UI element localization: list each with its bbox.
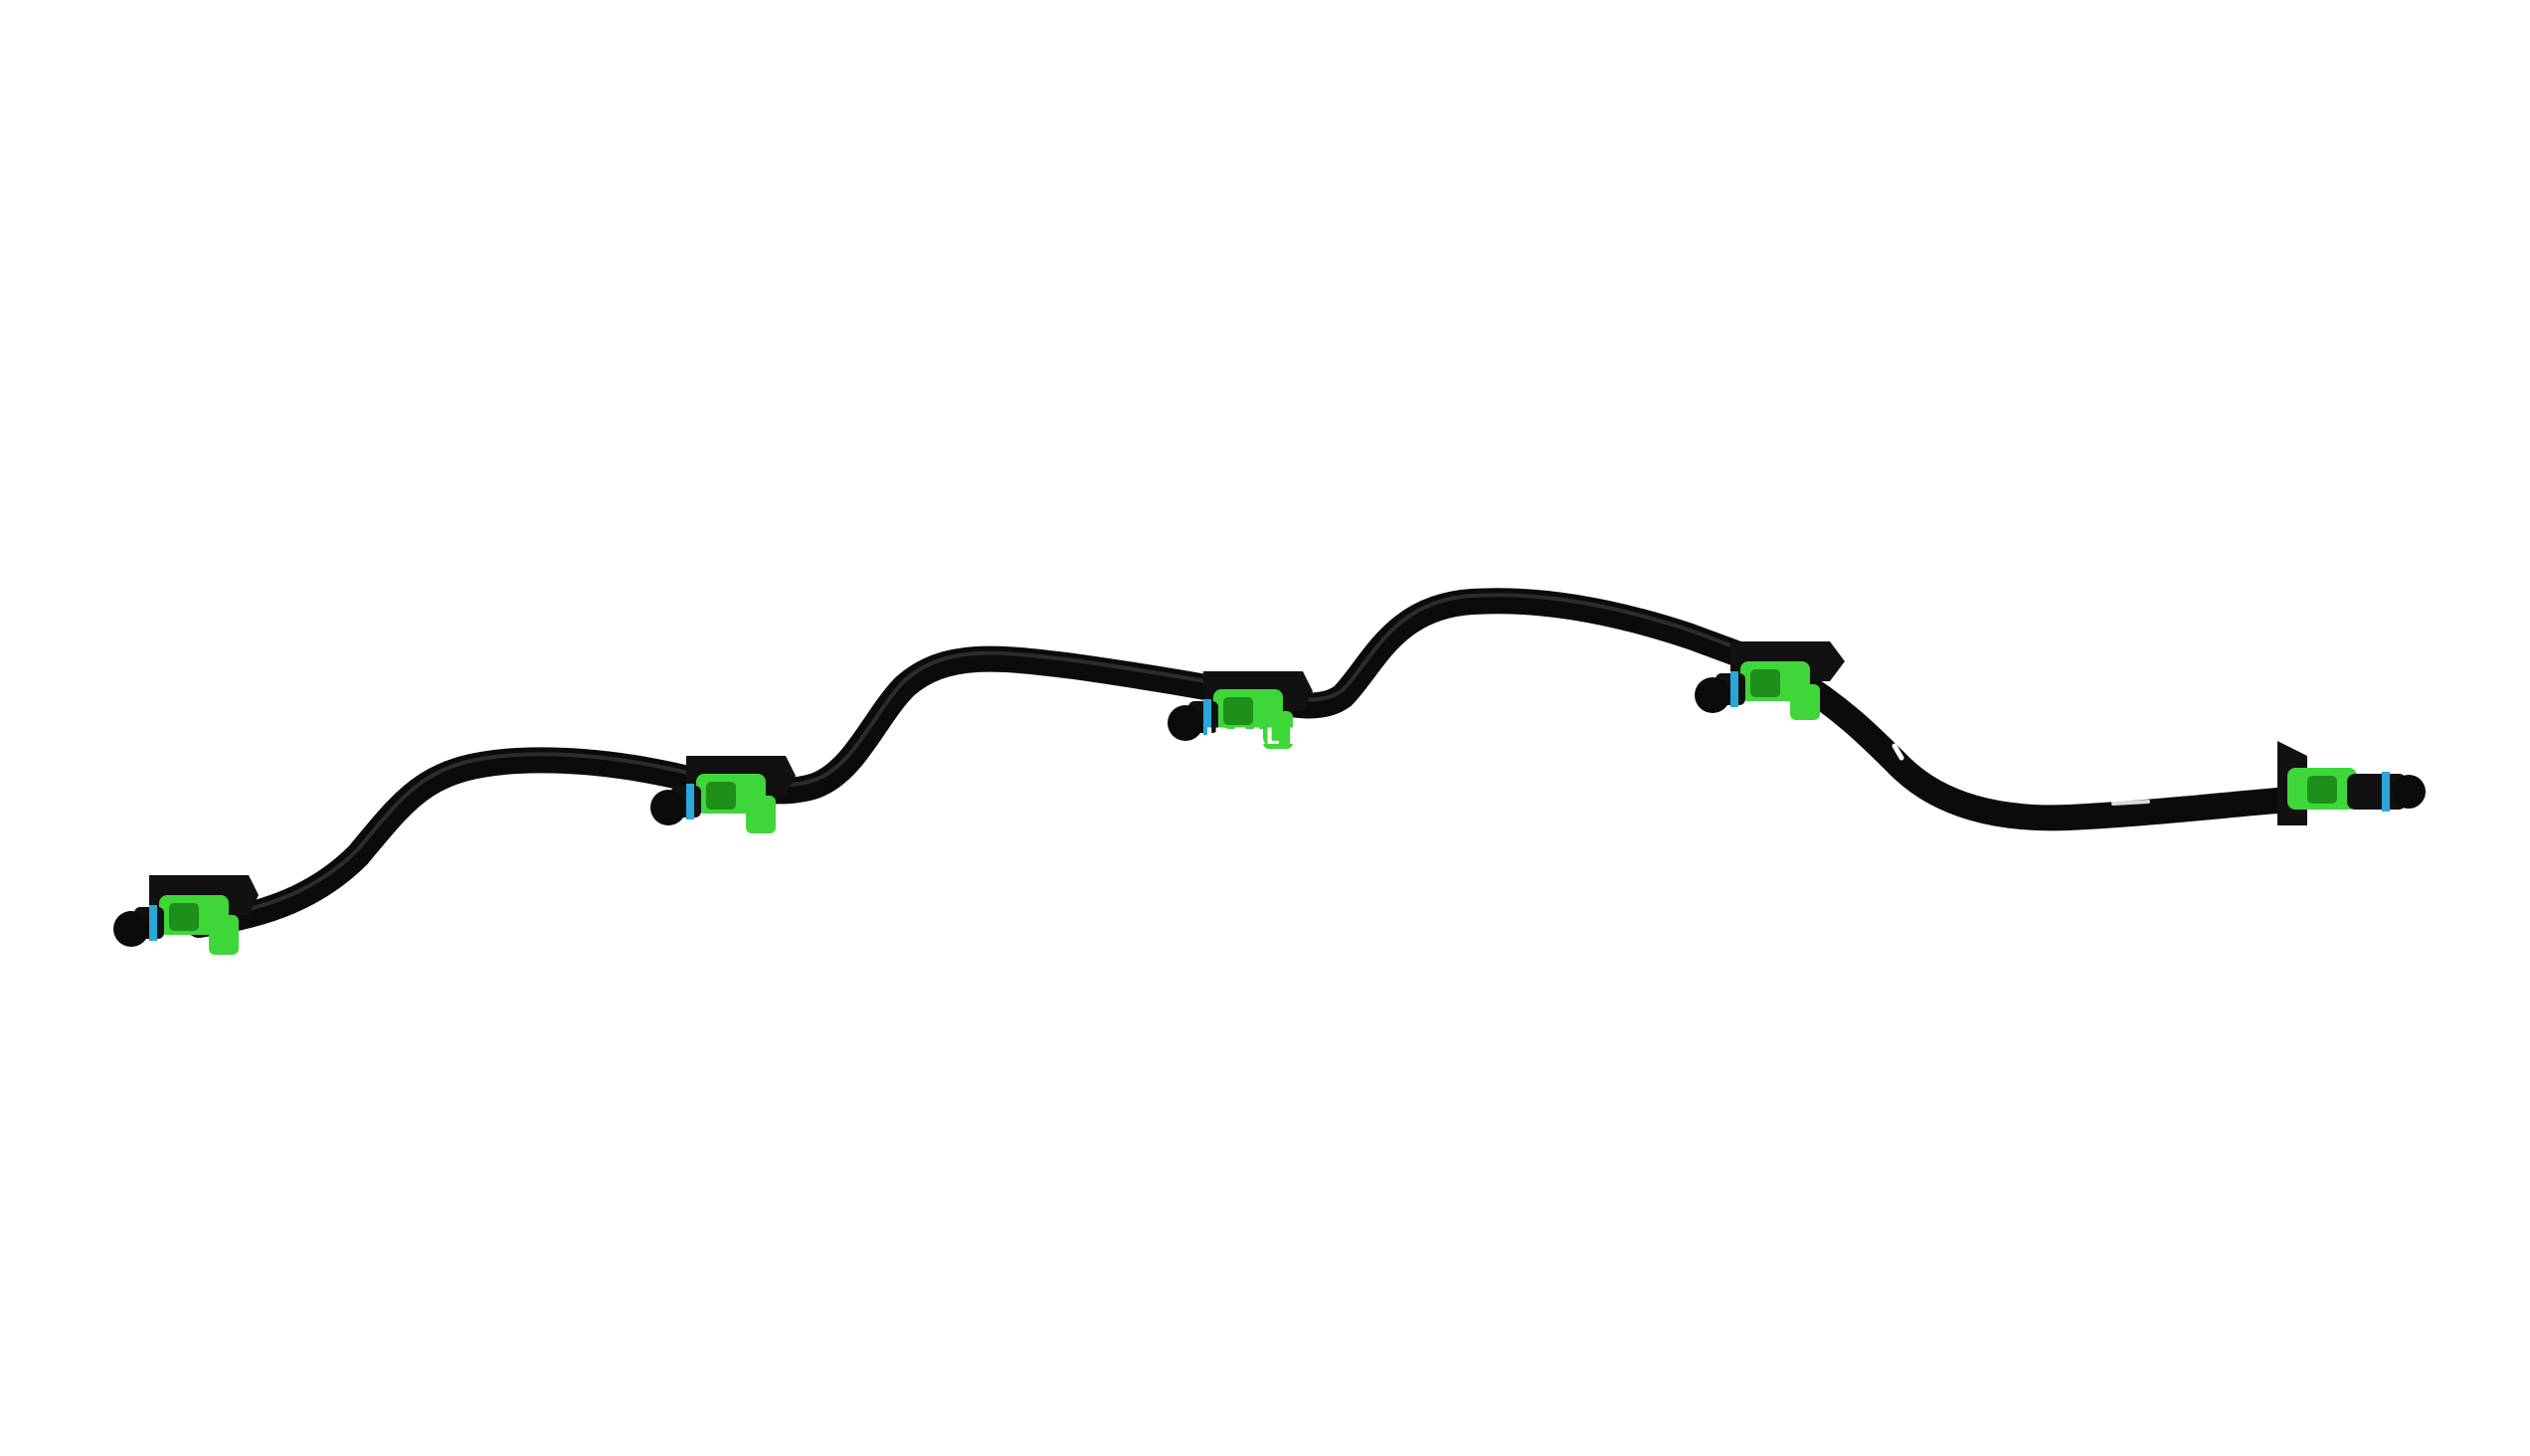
watermark-label: IDEAL PARTS	[1205, 725, 1368, 750]
injector-connector-2	[650, 756, 796, 833]
injector-connector-4	[1695, 641, 1845, 720]
hose-end-connector	[2277, 741, 2426, 825]
injector-connector-1	[113, 875, 259, 955]
injector-connector-3	[1168, 671, 1313, 749]
